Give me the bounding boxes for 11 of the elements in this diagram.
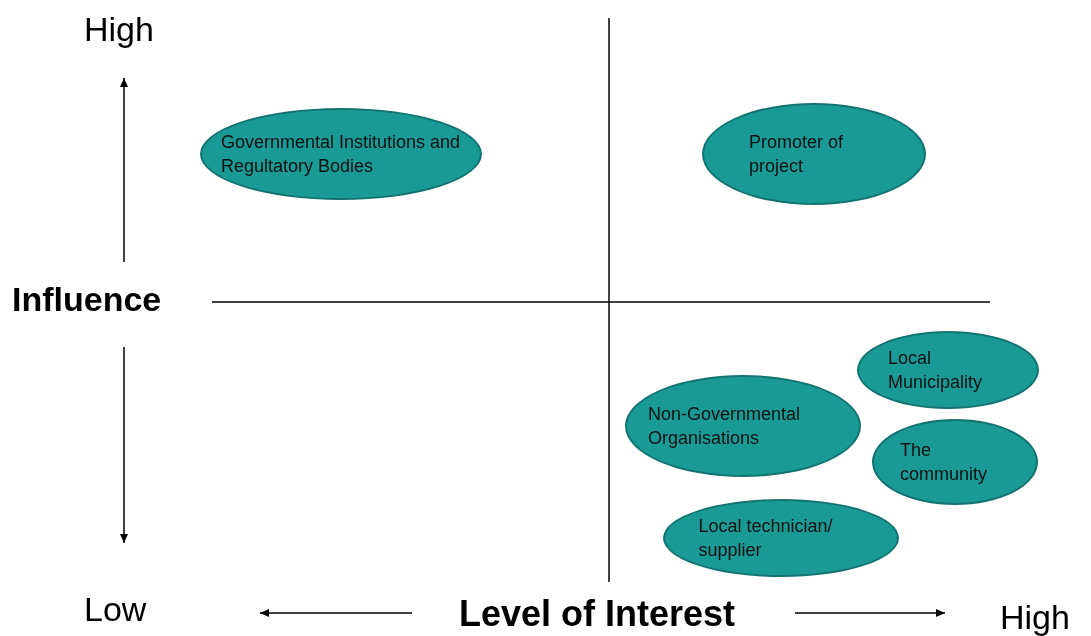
axis-title: Level of Interest — [459, 596, 736, 632]
axis-end-label: High — [84, 12, 154, 46]
stakeholder-label: Non-Governmental Organisations — [648, 403, 802, 450]
axis-end-label: Low — [84, 592, 147, 626]
axis-end-label: High — [1000, 600, 1070, 634]
stakeholder-label: Local technician/ supplier — [698, 515, 834, 562]
stakeholder-label: Promoter of project — [749, 131, 845, 178]
stakeholder-label: Local Municipality — [888, 347, 984, 394]
stakeholder-label: Governmental Institutions and Regultatory Bodies — [221, 131, 461, 178]
stakeholder-label: The community — [900, 439, 989, 486]
axis-title: Influence — [12, 282, 162, 316]
